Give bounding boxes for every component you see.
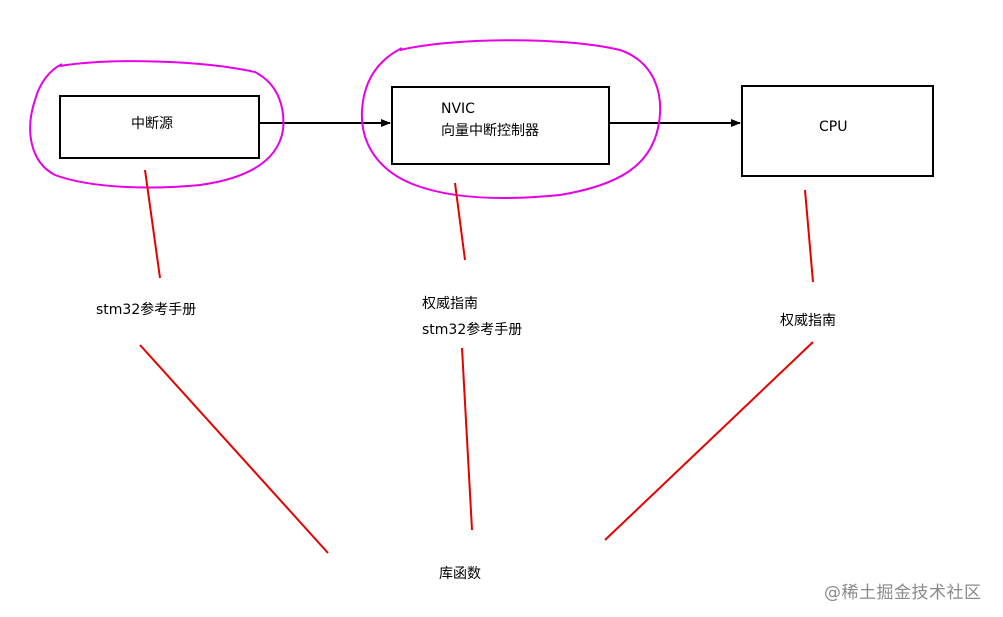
source-reference-label: stm32参考手册 xyxy=(96,302,197,318)
cpu-label: CPU xyxy=(819,119,848,135)
cpu-box: CPU xyxy=(741,85,934,177)
library-functions-label: 库函数 xyxy=(439,566,481,582)
nvic-reference-label-1: 权威指南 xyxy=(422,296,478,312)
connector-nvic-doc-to-library xyxy=(461,347,473,531)
nvic-box: NVIC 向量中断控制器 xyxy=(391,86,610,165)
connector-source-label xyxy=(144,169,161,279)
highlight-circle-source xyxy=(29,60,285,189)
connector-nvic-label xyxy=(454,182,466,261)
nvic-title: NVIC xyxy=(441,101,475,117)
highlight-circle-nvic xyxy=(360,39,662,199)
watermark-text: @稀土掘金技术社区 xyxy=(824,583,982,603)
connector-cpu-label xyxy=(804,189,814,283)
cpu-reference-label: 权威指南 xyxy=(780,313,836,329)
nvic-reference-label-2: stm32参考手册 xyxy=(422,322,523,338)
connector-source-doc-to-library xyxy=(139,344,329,554)
interrupt-source-box: 中断源 xyxy=(59,95,260,159)
interrupt-source-label: 中断源 xyxy=(131,116,173,132)
connector-cpu-doc-to-library xyxy=(604,341,814,541)
nvic-subtitle: 向量中断控制器 xyxy=(441,123,539,139)
